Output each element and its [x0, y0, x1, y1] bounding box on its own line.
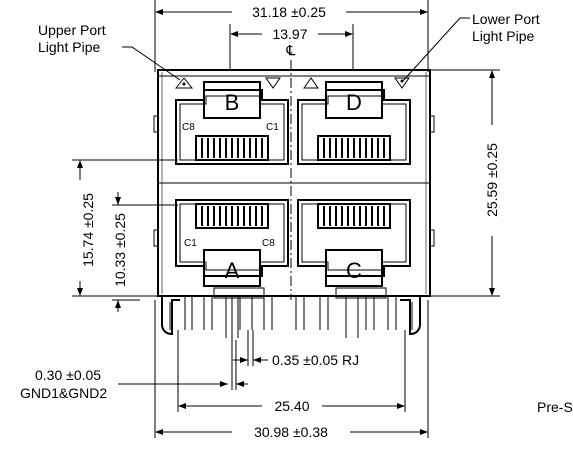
- overall-height-text: 25.59 ±0.25: [484, 143, 500, 217]
- port-c: C: [297, 199, 411, 287]
- upper-light-pipe-label-1: Upper Port: [38, 22, 106, 38]
- pins: [161, 287, 421, 390]
- gnd-pin-dimension: 0.30 ±0.05 GND1&GND2: [20, 340, 248, 401]
- gnd-pin-width-text: 0.30 ±0.05: [35, 367, 101, 383]
- lower-light-pipe-label-2: Light Pipe: [472, 28, 534, 44]
- led-indicators: [174, 77, 410, 89]
- port-spacing-dimension: 13.97: [229, 24, 354, 70]
- lower-port-offset-dimension: 10.33 ±0.25: [112, 192, 178, 312]
- port-c-label: C: [346, 258, 362, 283]
- overall-height-dimension: 25.59 ±0.25: [430, 69, 500, 297]
- rj-pin-dimension: 0.35 ±0.05 RJ: [233, 330, 359, 368]
- pin-span-text: 25.40: [274, 398, 309, 414]
- lower-light-pipe-callout: Lower Port Light Pipe: [401, 11, 540, 83]
- port-a-c1: C1: [184, 238, 197, 249]
- centerline-symbol: ℄: [286, 42, 296, 58]
- bottom-width-dimension: 30.98 ±0.38: [154, 300, 429, 440]
- port-spacing-text: 13.97: [272, 26, 307, 42]
- lower-light-pipe-label-1: Lower Port: [472, 11, 540, 27]
- port-b-label: B: [225, 90, 240, 115]
- pin-span-dimension: 25.40: [177, 330, 406, 414]
- port-b-c1: C1: [266, 122, 279, 133]
- port-a-c8: C8: [262, 238, 275, 249]
- overall-width-text: 31.18 ±0.25: [252, 4, 326, 20]
- gnd-pin-label: GND1&GND2: [20, 385, 107, 401]
- bottom-width-text: 30.98 ±0.38: [254, 424, 328, 440]
- port-b-c8: C8: [182, 122, 195, 133]
- connector-body: [153, 69, 435, 297]
- lower-port-offset-text: 10.33 ±0.25: [112, 213, 128, 287]
- upper-light-pipe-label-2: Light Pipe: [38, 39, 100, 55]
- pre-text: Pre-S: [537, 399, 573, 415]
- lower-port-height-dimension: 15.74 ±0.25: [72, 159, 178, 297]
- port-d-label: D: [346, 90, 362, 115]
- port-a-label: A: [225, 258, 240, 283]
- rj-pin-text: 0.35 ±0.05 RJ: [272, 352, 359, 368]
- overall-width-dimension: 31.18 ±0.25: [154, 0, 429, 72]
- port-d: D: [297, 81, 411, 165]
- contact-combs: [195, 135, 391, 229]
- lower-port-height-text: 15.74 ±0.25: [80, 193, 96, 267]
- port-a: A C1 C8: [175, 199, 289, 287]
